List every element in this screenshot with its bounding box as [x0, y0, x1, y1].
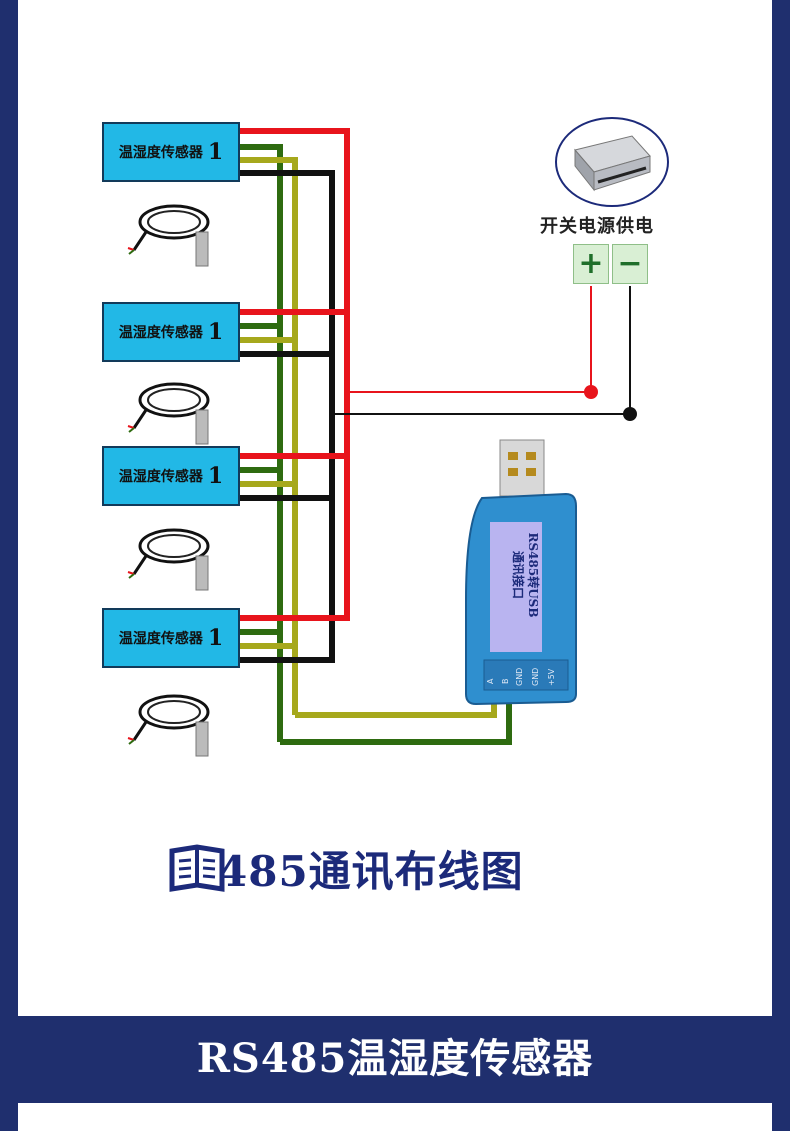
sensor-number: 1 — [207, 463, 224, 489]
sensor-label: 温湿度传感器 — [118, 325, 203, 341]
sensor-3-wires — [240, 453, 350, 501]
book-icon — [169, 844, 225, 892]
sensor-number: 1 — [207, 319, 224, 345]
next-panel — [18, 1103, 772, 1131]
power-wires — [332, 286, 637, 421]
probe-icon — [127, 382, 210, 445]
sensor-box-2: 温湿度传感器 1 — [102, 302, 240, 362]
sensor-box-1: 温湿度传感器 1 — [102, 122, 240, 182]
wiring-diagram: A B GND GND +5V — [127, 117, 669, 892]
sensor-label: 温湿度传感器 — [118, 631, 203, 647]
bus-lines — [277, 131, 350, 742]
minus-terminal: − — [612, 244, 648, 284]
usb-pin-label: +5V — [547, 668, 556, 686]
usb-pin-label: B — [501, 679, 510, 685]
plus-junction — [584, 385, 598, 399]
usb-terminal-block — [483, 659, 569, 691]
diagram-title-row: 485通讯布线图 — [170, 838, 524, 898]
usb-pin-labels: A B GND GND +5V — [486, 668, 556, 686]
sensor-4-wires — [240, 615, 350, 663]
usb-label-panel — [490, 522, 542, 652]
power-supply-label: 开关电源供电 — [540, 216, 654, 237]
probe-icons — [127, 204, 210, 757]
usb-pin-label: GND — [515, 668, 524, 686]
usb-pin-label: A — [486, 678, 495, 684]
usb-adapter-label: RS485转USB 通讯接口 — [510, 490, 540, 660]
probe-icon — [127, 694, 210, 757]
usb-label-line-2: 通讯接口 — [511, 550, 525, 599]
sensor-box-4: 温湿度传感器 1 — [102, 608, 240, 668]
probe-icon — [127, 204, 210, 267]
sensor-number: 1 — [207, 625, 224, 651]
sensor-1-wires — [240, 128, 350, 176]
sensor-label: 温湿度传感器 — [118, 145, 203, 161]
sensor-box-3: 温湿度传感器 1 — [102, 446, 240, 506]
sensor-label: 温湿度传感器 — [118, 469, 203, 485]
usb-pin-label: GND — [531, 668, 540, 686]
probe-icon — [127, 528, 210, 591]
usb-plug — [499, 439, 545, 497]
plus-terminal: + — [573, 244, 609, 284]
sensor-number: 1 — [207, 139, 224, 165]
minus-junction — [623, 407, 637, 421]
diagram-title: 485通讯布线图 — [218, 846, 524, 896]
footer-title: RS485温湿度传感器 — [196, 1035, 594, 1082]
usb-label-line-1: RS485转USB — [526, 532, 540, 618]
usb-adapter — [465, 439, 577, 706]
power-supply-icon — [555, 117, 669, 207]
sensor-2-wires — [240, 309, 350, 357]
